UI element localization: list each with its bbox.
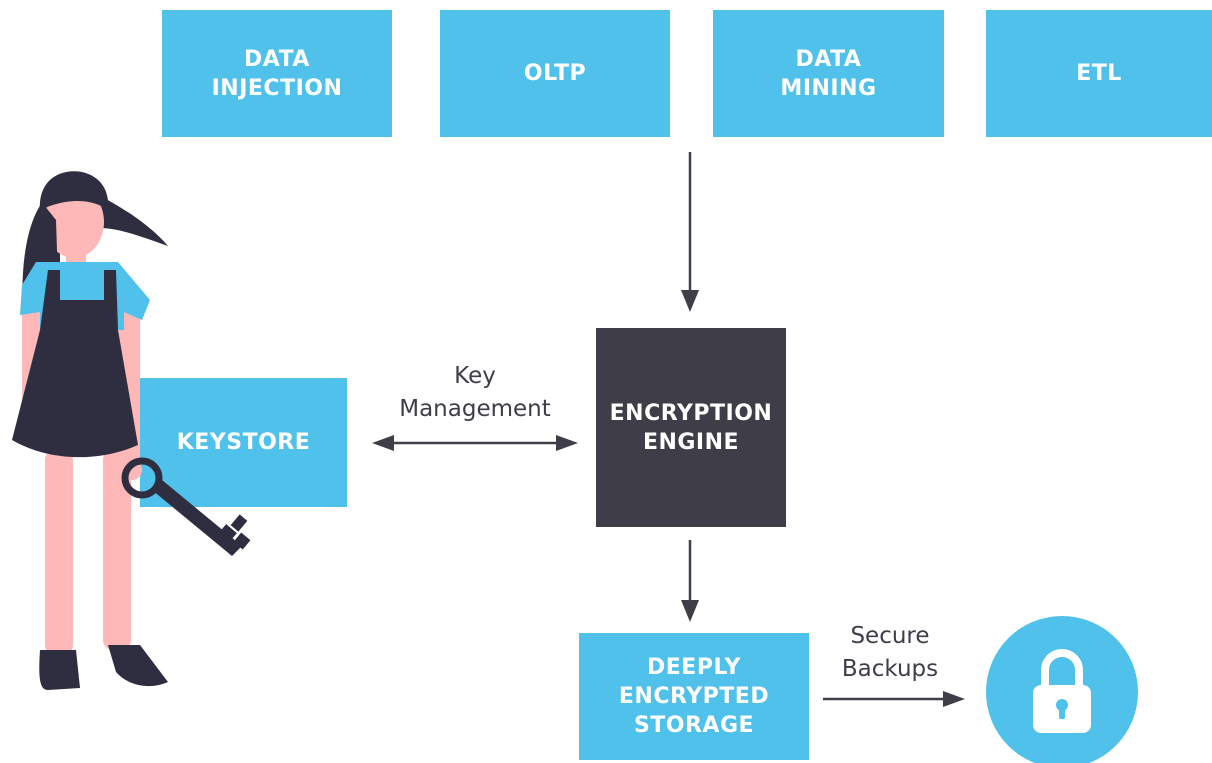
key-icon (121, 457, 251, 556)
encrypted-storage-box: DEEPLY ENCRYPTED STORAGE (579, 633, 809, 760)
lock-icon (986, 616, 1138, 763)
key-management-arrow (372, 435, 578, 451)
arrow-to-storage (681, 540, 699, 622)
key-management-label: Key Management (399, 363, 551, 422)
keystore-label: KEYSTORE (176, 430, 311, 455)
arrow-to-engine (681, 152, 699, 312)
box-oltp-label: OLTP (523, 61, 587, 86)
box-data-mining-label: DATA MINING (780, 46, 877, 101)
encryption-engine-label: ENCRYPTION ENGINE (609, 400, 773, 455)
box-etl-label: ETL (1076, 61, 1122, 86)
person-illustration (12, 171, 168, 690)
secure-backups-label: Secure Backups (841, 623, 939, 682)
keystore-box: KEYSTORE (140, 378, 347, 507)
secure-backups-arrow (823, 691, 965, 707)
box-etl: ETL (986, 10, 1212, 137)
box-data-injection: DATA INJECTION (162, 10, 392, 137)
box-oltp: OLTP (440, 10, 670, 137)
box-data-injection-label: DATA INJECTION (211, 46, 343, 101)
encryption-engine-box: ENCRYPTION ENGINE (596, 328, 786, 527)
encrypted-storage-label: DEEPLY ENCRYPTED STORAGE (618, 655, 770, 738)
box-data-mining: DATA MINING (713, 10, 944, 137)
